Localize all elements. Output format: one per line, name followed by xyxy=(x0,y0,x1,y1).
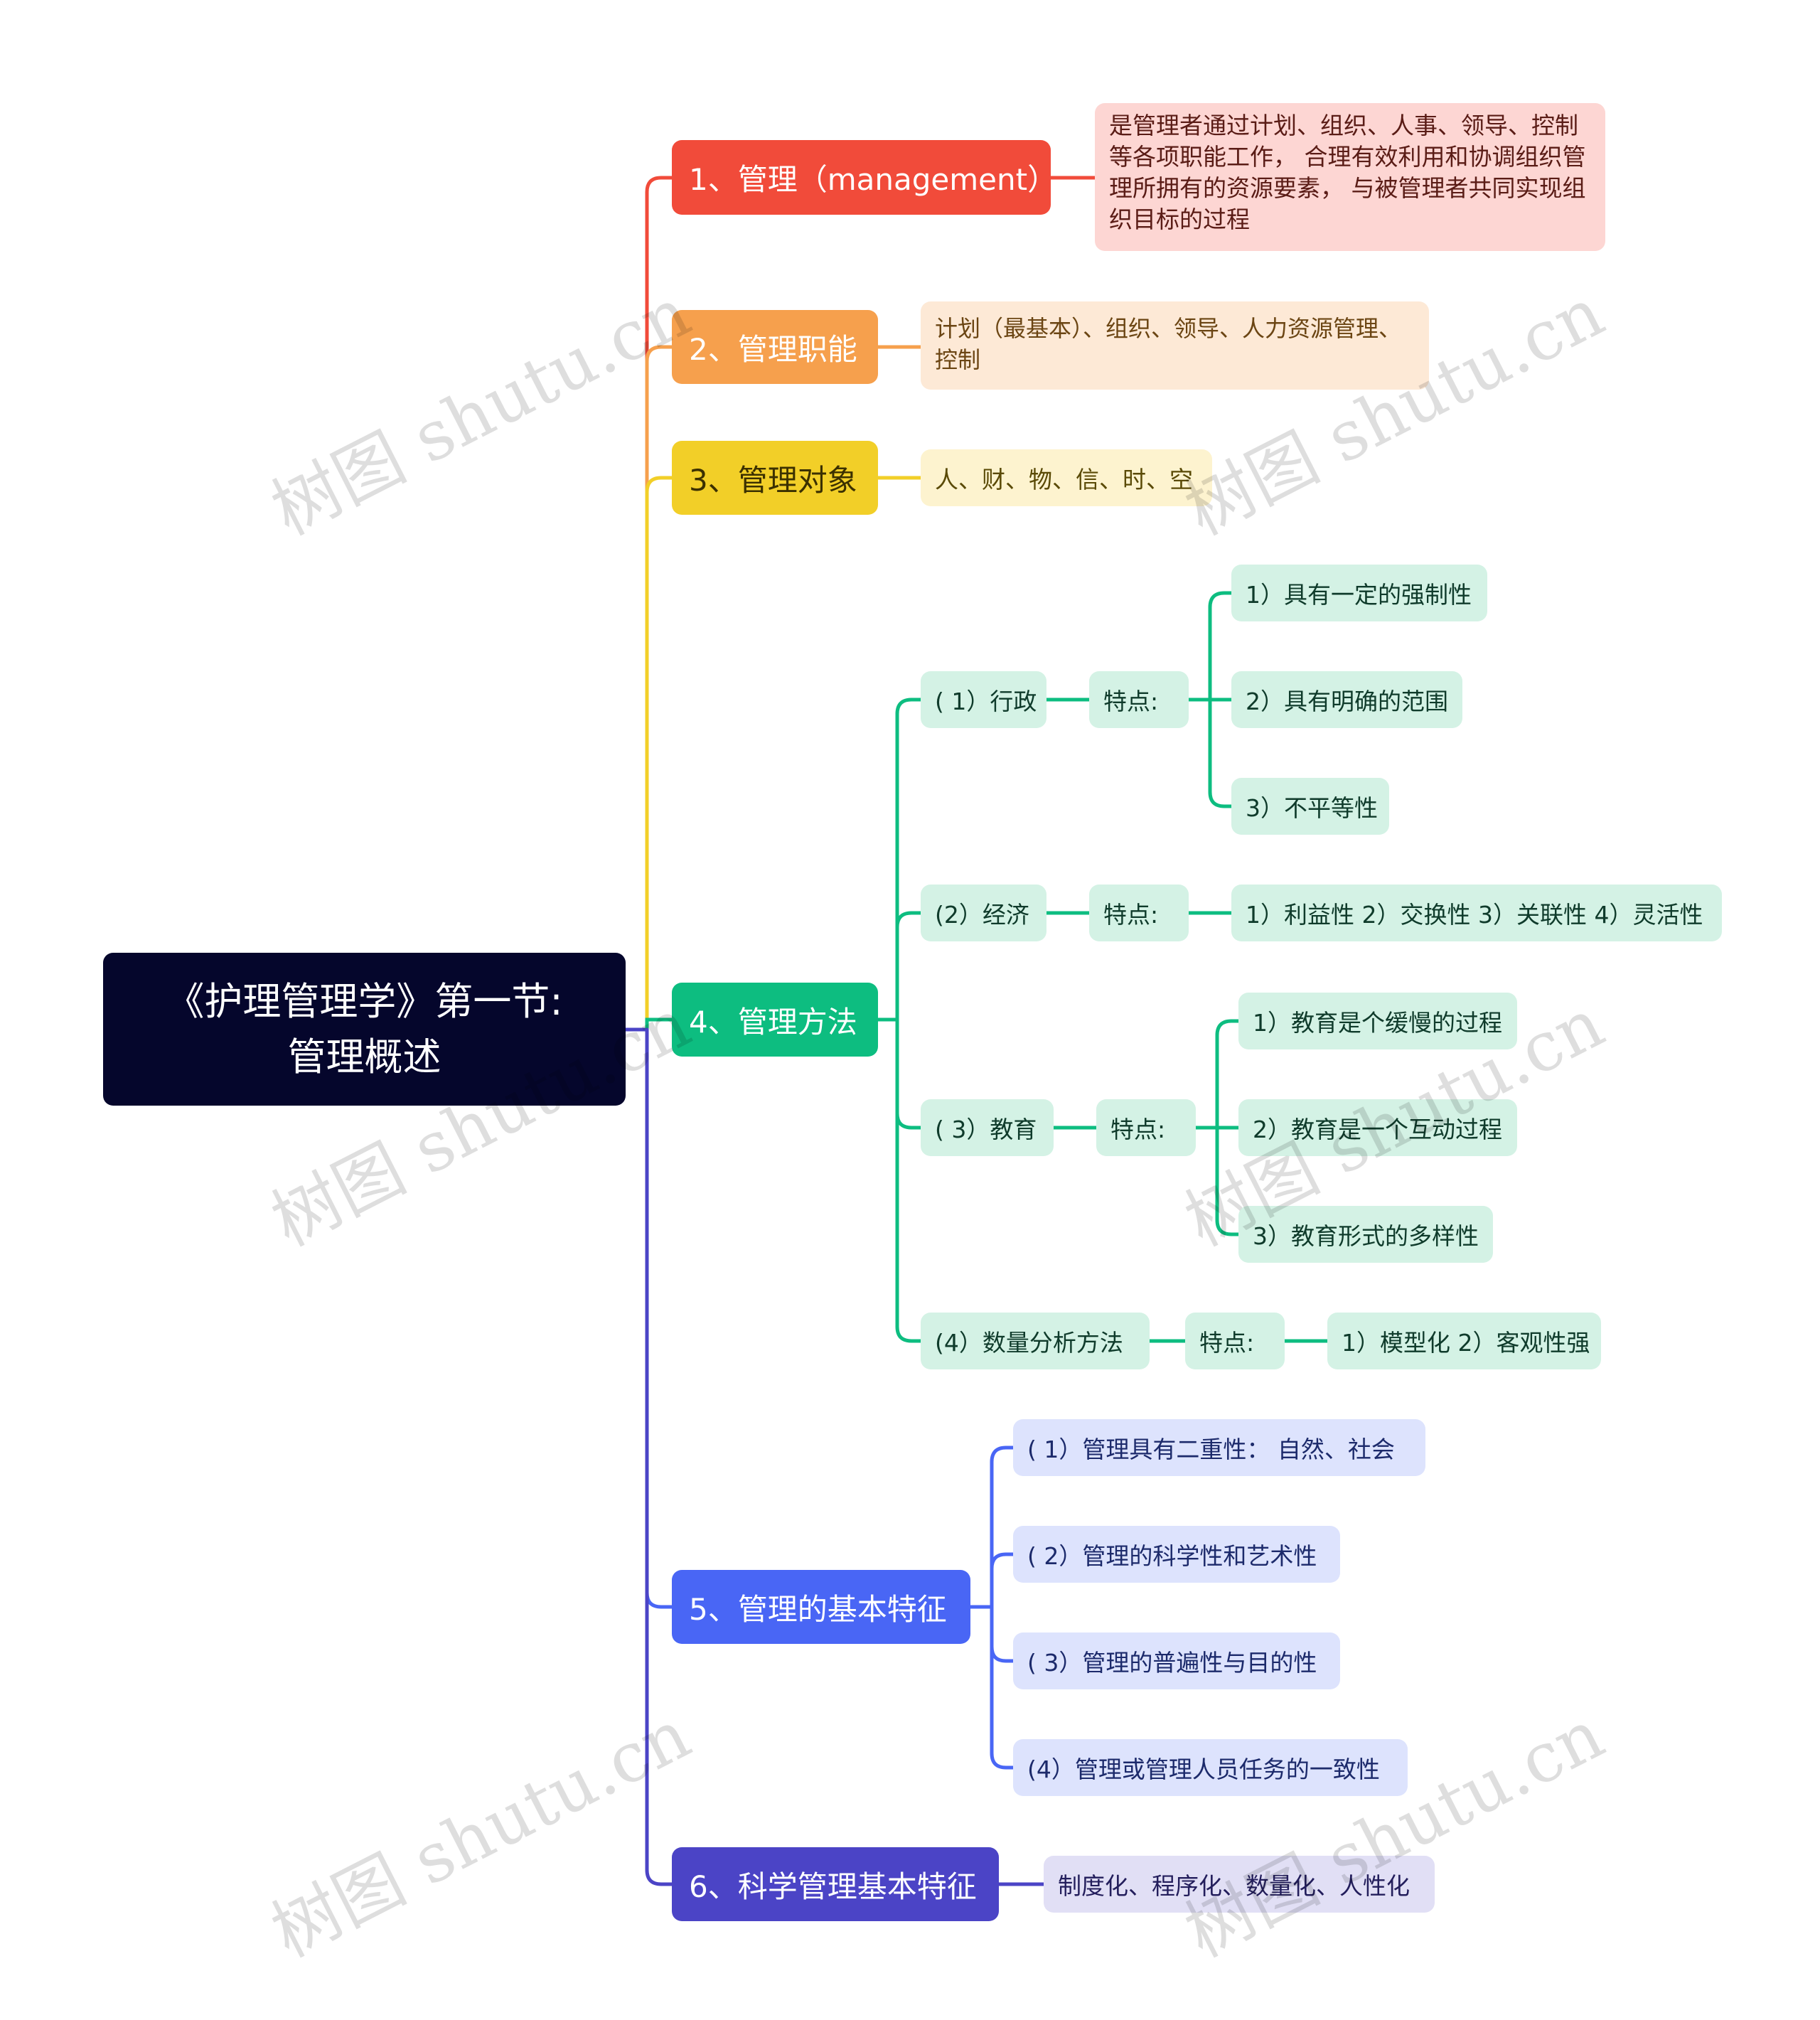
list-item[interactable]: ( 3）管理的普遍性与目的性 xyxy=(1013,1632,1340,1689)
method-education[interactable]: ( 3）教育 xyxy=(921,1099,1054,1156)
method-economic-feature[interactable]: 特点: xyxy=(1089,885,1189,941)
list-item[interactable]: (4）管理或管理人员任务的一致性 xyxy=(1013,1739,1408,1796)
list-item[interactable]: 1）教育是个缓慢的过程 xyxy=(1238,993,1517,1049)
branch-management[interactable]: 1、管理（management） xyxy=(672,140,1057,215)
method-administrative-feature[interactable]: 特点: xyxy=(1089,671,1189,728)
branch-methods[interactable]: 4、管理方法 xyxy=(672,983,878,1057)
method-quantitative-feature[interactable]: 特点: xyxy=(1185,1313,1285,1369)
root-title-line2: 管理概述 xyxy=(287,1034,441,1079)
method-quantitative[interactable]: (4）数量分析方法 xyxy=(921,1313,1150,1369)
list-item[interactable]: 3）教育形式的多样性 xyxy=(1238,1206,1493,1263)
branch-scientific-management[interactable]: 6、科学管理基本特征 xyxy=(672,1847,999,1921)
branch-functions-detail[interactable]: 计划（最基本）、组织、领导、人力资源管理、控制 xyxy=(921,301,1429,390)
list-item[interactable]: 3）不平等性 xyxy=(1231,778,1389,835)
branch-objects[interactable]: 3、管理对象 xyxy=(672,441,878,515)
method-economic[interactable]: (2）经济 xyxy=(921,885,1046,941)
list-item[interactable]: 1）利益性 2）交换性 3）关联性 4）灵活性 xyxy=(1231,885,1722,941)
list-item[interactable]: ( 2）管理的科学性和艺术性 xyxy=(1013,1526,1340,1583)
method-administrative[interactable]: ( 1）行政 xyxy=(921,671,1046,728)
branch-objects-detail[interactable]: 人、财、物、信、时、空 xyxy=(921,449,1212,506)
list-item[interactable]: 2）具有明确的范围 xyxy=(1231,671,1462,728)
list-item[interactable]: 1）具有一定的强制性 xyxy=(1231,565,1487,621)
method-education-feature[interactable]: 特点: xyxy=(1096,1099,1196,1156)
list-item[interactable]: 1）模型化 2）客观性强 xyxy=(1327,1313,1601,1369)
branch-scientific-management-detail[interactable]: 制度化、程序化、数量化、人性化 xyxy=(1044,1856,1435,1913)
root-topic[interactable]: 《护理管理学》第一节: 管理概述 xyxy=(103,953,626,1106)
root-title-line1: 《护理管理学》第一节: xyxy=(166,978,563,1024)
list-item[interactable]: ( 1）管理具有二重性： 自然、社会 xyxy=(1013,1419,1425,1476)
branch-basic-characteristics[interactable]: 5、管理的基本特征 xyxy=(672,1570,970,1644)
branch-management-definition[interactable]: 是管理者通过计划、组织、人事、领导、控制等各项职能工作， 合理有效利用和协调组织… xyxy=(1095,103,1605,251)
branch-functions[interactable]: 2、管理职能 xyxy=(672,310,878,384)
list-item[interactable]: 2）教育是一个互动过程 xyxy=(1238,1099,1517,1156)
